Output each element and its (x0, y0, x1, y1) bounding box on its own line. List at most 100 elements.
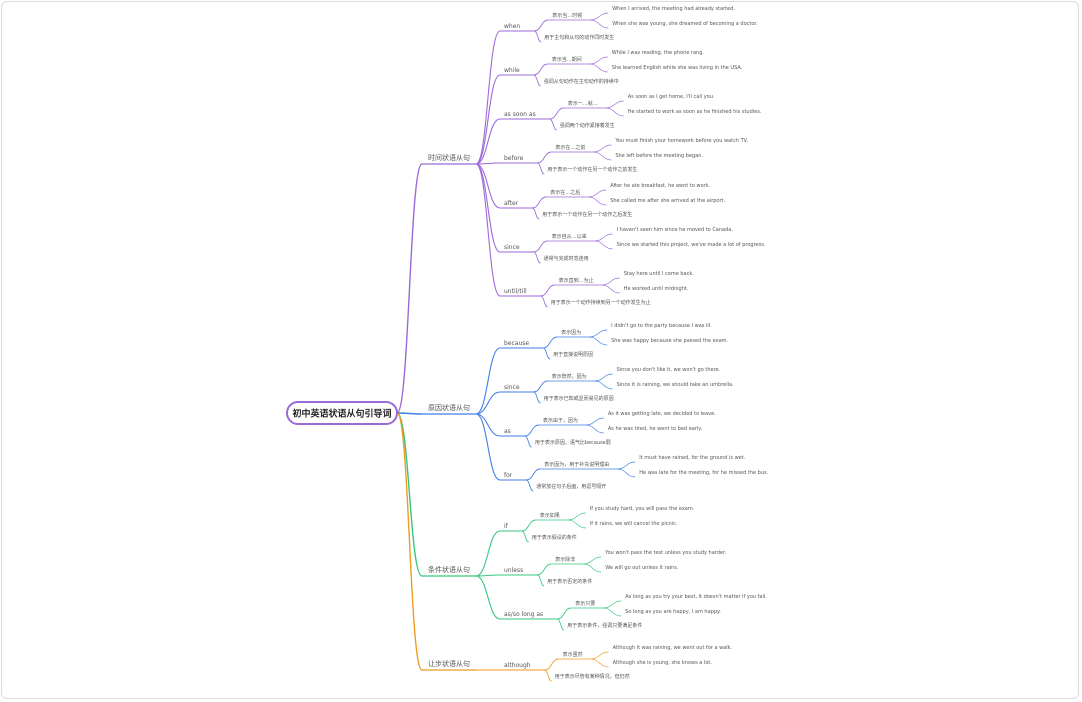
example-node-condition-1-0[interactable]: You won't pass the test unless you study… (604, 550, 726, 556)
conj-link-time-4 (475, 163, 501, 209)
example-node-time-3-0[interactable]: You must finish your homework before you… (614, 138, 748, 144)
example-node-time-6-0[interactable]: Stay here until I come back. (624, 271, 695, 277)
meaning-node-time-2[interactable]: 表示一…就… (568, 100, 598, 107)
conjunction-node-condition-2[interactable]: as/so long as (504, 611, 543, 618)
note-node-condition-0[interactable]: 用于表示假设的条件 (532, 534, 577, 541)
meaning-node-time-3[interactable]: 表示在…之前 (555, 144, 585, 151)
meaning-node-time-6[interactable]: 表示直到…为止 (559, 277, 594, 284)
conj-link-cause-3 (475, 413, 501, 481)
note-node-condition-2[interactable]: 用于表示条件，强调只要满足条件 (567, 622, 642, 629)
conjunction-node-concession-0[interactable]: although (504, 662, 531, 669)
example-node-cause-2-1[interactable]: As he was tired, he went to bed early. (608, 426, 703, 432)
example-link-condition-0-1 (567, 519, 586, 529)
meaning-node-time-4[interactable]: 表示在…之后 (550, 189, 580, 196)
example-link-time-6-0 (601, 277, 620, 286)
category-node-time[interactable]: 时间状语从句 (428, 153, 470, 162)
example-link-time-4-0 (588, 189, 607, 198)
example-link-condition-1-1 (583, 563, 602, 573)
note-node-time-6[interactable]: 用于表示一个动作持续到另一个动作发生为止 (551, 299, 651, 306)
root-node[interactable] (286, 401, 398, 425)
example-node-time-4-0[interactable]: After he ate breakfast, he went to work. (610, 183, 710, 189)
note-node-cause-0[interactable]: 用于直接说明原因 (553, 351, 593, 358)
conjunction-node-condition-0[interactable]: if (504, 523, 509, 530)
conjunction-node-cause-3[interactable]: for (504, 472, 513, 479)
meaning-node-cause-1[interactable]: 表示既然，因为 (552, 373, 587, 380)
conjunction-node-cause-1[interactable]: since (504, 384, 520, 391)
meaning-node-time-5[interactable]: 表示自从…以来 (552, 233, 587, 240)
conjunction-node-time-0[interactable]: when (504, 23, 520, 30)
note-node-condition-1[interactable]: 用于表示否定的条件 (547, 578, 592, 585)
example-node-time-4-1[interactable]: She called me after she arrived at the a… (610, 198, 725, 204)
example-node-time-0-1[interactable]: When she was young, she dreamed of becom… (612, 21, 758, 27)
meaning-node-condition-2[interactable]: 表示只要 (575, 600, 595, 607)
note-node-time-1[interactable]: 强调从句动作在主句动作的持续中 (544, 78, 619, 85)
example-node-condition-2-0[interactable]: As long as you try your best, it doesn't… (625, 594, 767, 600)
example-node-concession-0-0[interactable]: Although it was raining, we went out for… (613, 645, 733, 651)
example-node-time-5-1[interactable]: Since we started this project, we've mad… (617, 242, 766, 248)
conjunction-node-cause-0[interactable]: because (504, 340, 529, 347)
example-node-time-6-1[interactable]: He worked until midnight. (624, 286, 689, 292)
example-node-cause-1-1[interactable]: Since it is raining, we should take an u… (617, 382, 734, 388)
category-node-condition[interactable]: 条件状语从句 (428, 565, 470, 574)
example-node-cause-1-0[interactable]: Since you don't like it, we won't go the… (617, 367, 721, 373)
example-node-time-5-0[interactable]: I haven't seen him since he moved to Can… (617, 227, 734, 233)
meaning-node-condition-0[interactable]: 表示如果 (540, 512, 560, 519)
example-node-time-1-1[interactable]: She learned English while she was living… (612, 65, 743, 71)
branch-link-cause (396, 412, 423, 415)
meaning-link-time-4 (532, 196, 547, 209)
example-node-time-2-0[interactable]: As soon as I get home, I'll call you. (628, 94, 715, 100)
conjunction-node-time-1[interactable]: while (504, 67, 520, 74)
conjunction-node-time-6[interactable]: until/till (504, 288, 527, 295)
note-node-concession-0[interactable]: 用于表示尽管有某种情况，但仍然 (555, 673, 630, 680)
note-node-cause-2[interactable]: 用于表示原因，语气比because弱 (535, 439, 611, 446)
conjunction-node-condition-1[interactable]: unless (504, 567, 523, 574)
note-node-time-3[interactable]: 用于表示一个动作在另一个动作之前发生 (547, 166, 637, 173)
note-node-time-2[interactable]: 强调两个动作紧接着发生 (560, 122, 615, 129)
note-node-time-4[interactable]: 用于表示一个动作在另一个动作之后发生 (542, 211, 632, 218)
example-node-time-3-1[interactable]: She left before the meeting began. (615, 153, 703, 159)
note-link-time-6 (540, 295, 548, 308)
example-node-cause-2-0[interactable]: As it was getting late, we decided to le… (608, 411, 716, 417)
note-link-cause-2 (524, 435, 532, 448)
category-node-cause[interactable]: 原因状语从句 (428, 403, 470, 412)
note-link-cause-3 (526, 479, 534, 492)
conj-link-time-5 (475, 163, 501, 253)
note-node-cause-3[interactable]: 通常放在句子后面，用逗号隔开 (536, 483, 606, 490)
example-node-concession-0-1[interactable]: Although she is young, she knows a lot. (613, 660, 713, 666)
meaning-node-concession-0[interactable]: 表示虽然 (563, 651, 583, 658)
conj-link-cause-1 (475, 391, 501, 415)
conjunction-node-time-3[interactable]: before (504, 155, 524, 162)
example-link-time-6-1 (601, 284, 620, 294)
example-node-condition-2-1[interactable]: So long as you are happy, I am happy. (625, 609, 721, 615)
category-node-concession[interactable]: 让步状语从句 (428, 659, 470, 668)
note-node-time-5[interactable]: 通常与完成时态连用 (544, 255, 589, 262)
example-node-cause-3-1[interactable]: He was late for the meeting, for he miss… (639, 470, 768, 476)
note-node-cause-1[interactable]: 用于表示已知或显而易见的原因 (544, 395, 614, 402)
example-node-condition-0-0[interactable]: If you study hard, you will pass the exa… (590, 506, 695, 512)
meaning-node-condition-1[interactable]: 表示除非 (555, 556, 575, 563)
conjunction-node-cause-2[interactable]: as (504, 428, 511, 435)
example-node-condition-1-1[interactable]: We will go out unless it rains. (605, 565, 679, 571)
example-node-time-2-1[interactable]: He started to work as soon as he finishe… (628, 109, 762, 115)
example-node-condition-0-1[interactable]: If it rains, we will cancel the picnic. (590, 521, 678, 527)
meaning-node-time-0[interactable]: 表示当…时候 (552, 12, 582, 19)
meaning-node-cause-3[interactable]: 表示因为，用于补充说明理由 (544, 461, 609, 468)
example-node-cause-0-0[interactable]: I didn't go to the party because I was i… (611, 323, 712, 329)
note-node-time-0[interactable]: 用于主句和从句的动作同时发生 (544, 34, 614, 41)
conjunction-node-time-2[interactable]: as soon as (504, 111, 536, 118)
example-node-cause-3-0[interactable]: It must have rained, for the ground is w… (639, 455, 745, 461)
conjunction-node-time-4[interactable]: after (504, 200, 519, 207)
note-link-time-4 (532, 207, 540, 220)
meaning-node-time-1[interactable]: 表示当…期间 (552, 56, 582, 63)
example-link-time-4-1 (588, 196, 607, 206)
example-node-cause-0-1[interactable]: She was happy because she passed the exa… (611, 338, 728, 344)
conjunction-node-time-5[interactable]: since (504, 244, 520, 251)
meaning-node-cause-2[interactable]: 表示由于，因为 (543, 417, 578, 424)
meaning-node-cause-0[interactable]: 表示因为 (561, 329, 581, 336)
note-link-condition-1 (537, 574, 545, 587)
note-link-time-5 (533, 251, 541, 264)
example-node-time-0-0[interactable]: When I arrived, the meeting had already … (612, 6, 735, 12)
example-node-time-1-0[interactable]: While I was reading, the phone rang. (612, 50, 705, 56)
